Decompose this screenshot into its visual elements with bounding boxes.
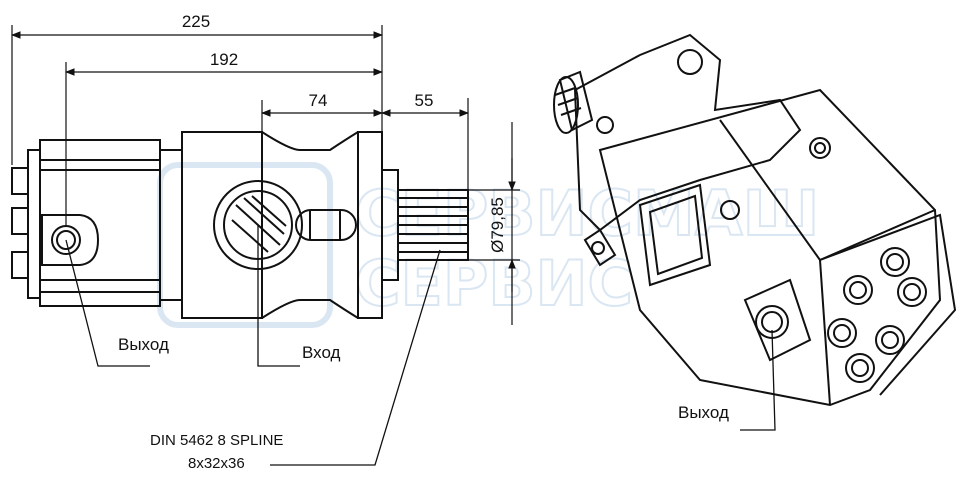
dim-shaft-length: 55 [415, 91, 434, 110]
dim-flange-to-inlet: 74 [309, 91, 328, 110]
leader-outlet-right [740, 329, 776, 431]
isometric-view [553, 33, 957, 407]
side-view [11, 131, 469, 319]
dimension-lines [11, 25, 520, 325]
bolt-head [11, 207, 29, 235]
label-inlet: Вход [302, 343, 341, 362]
dim-shaft-diameter: Ø79,85 [488, 197, 507, 253]
dim-flange-to-outlet: 192 [210, 50, 238, 69]
watermark-line2: СЕРВИС [355, 247, 633, 320]
bolt-head [11, 167, 29, 195]
label-outlet-right: Выход [678, 403, 729, 422]
leader-lines [65, 225, 441, 466]
label-outlet-left: Выход [118, 335, 169, 354]
label-spline-spec: DIN 5462 8 SPLINE [150, 432, 283, 449]
bolt-head [11, 251, 29, 279]
dim-overall-length: 225 [182, 12, 210, 31]
label-spline-size: 8x32x36 [188, 455, 245, 472]
